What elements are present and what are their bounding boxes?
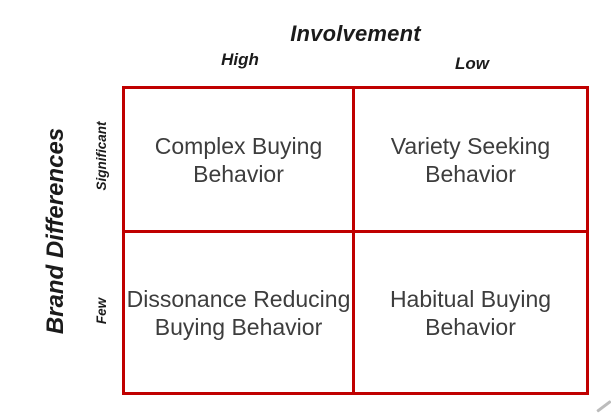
cell-text-line: Behavior: [425, 160, 516, 187]
cell-complex-buying-behavior: Complex Buying Behavior: [125, 89, 355, 233]
cell-text-line: Complex Buying: [154, 132, 323, 159]
cell-variety-seeking-behavior: Variety Seeking Behavior: [355, 89, 586, 233]
x-axis-title: Involvement: [290, 21, 421, 46]
column-label-low: Low: [455, 54, 489, 73]
matrix-grid: Complex Buying Behavior Variety Seeking …: [122, 86, 589, 395]
cell-dissonance-reducing-buying-behavior: Dissonance Reducing Buying Behavior: [125, 233, 355, 392]
y-axis-title: Brand Differences: [42, 127, 69, 335]
column-label-high: High: [221, 50, 259, 69]
cell-text-line: Variety Seeking: [390, 132, 551, 159]
row-label-few: Few: [94, 297, 109, 325]
cell-text-line: Buying Behavior: [154, 313, 323, 340]
row-label-significant: Significant: [94, 121, 109, 191]
corner-artifact-mark: [596, 400, 611, 413]
cell-habitual-buying-behavior: Habitual Buying Behavior: [355, 233, 586, 392]
cell-text-line: Behavior: [193, 160, 284, 187]
cell-text-line: Habitual Buying: [389, 285, 552, 312]
cell-text-line: Dissonance Reducing: [126, 285, 351, 312]
cell-text-line: Behavior: [425, 313, 516, 340]
